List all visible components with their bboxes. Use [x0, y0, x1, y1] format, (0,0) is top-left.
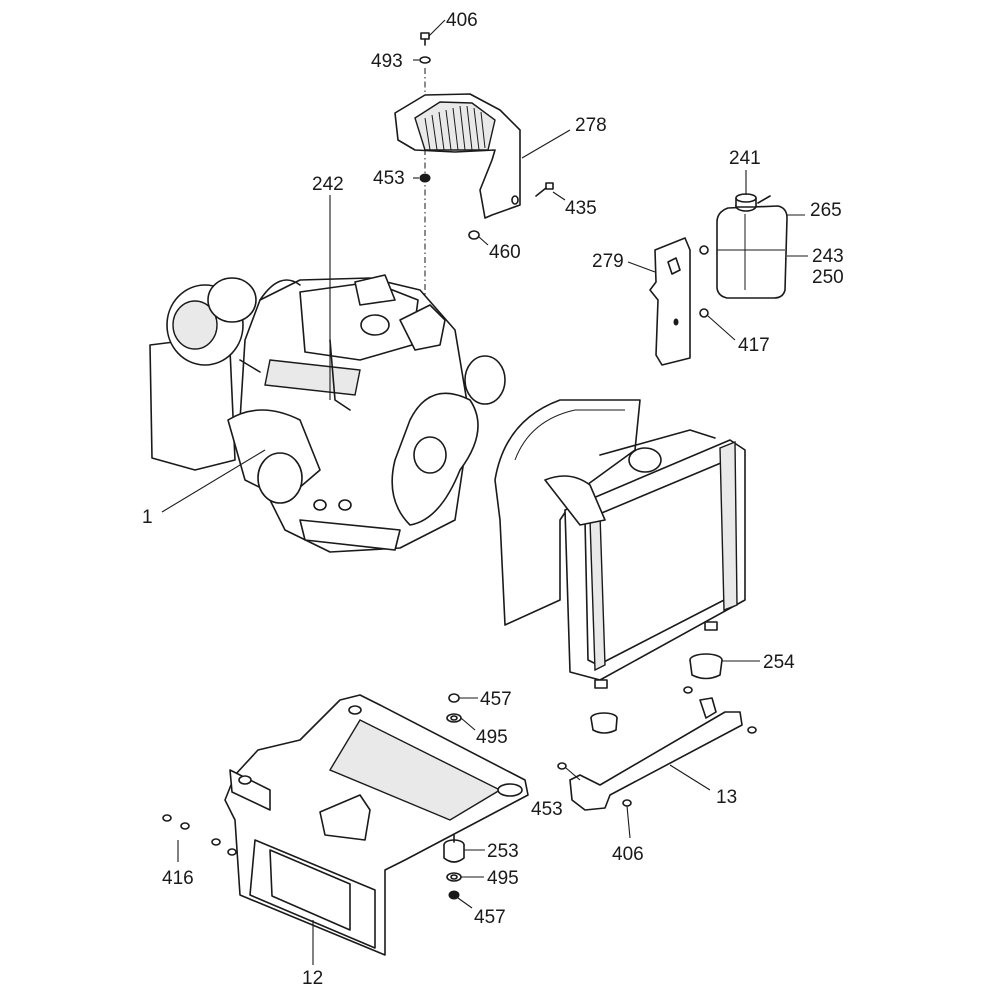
frame-12 [224, 694, 529, 956]
bolt-453-bottom [557, 762, 567, 770]
washer-495-top [446, 713, 462, 723]
bolt-13-right [747, 726, 757, 734]
callout-406-top: 406 [446, 10, 478, 31]
mount-254-right [689, 653, 723, 680]
callout-453-bottom: 453 [531, 799, 563, 820]
bolt-417 [699, 308, 709, 318]
callout-265: 265 [810, 200, 842, 221]
callout-435: 435 [565, 198, 597, 219]
callout-254: 254 [763, 652, 795, 673]
mount-253 [443, 834, 465, 863]
washer-493 [419, 56, 431, 64]
washer-457-bottom [448, 890, 460, 900]
callout-416: 416 [162, 868, 194, 889]
bolt-406-bottom [622, 799, 632, 807]
reservoir-tank-265 [716, 205, 788, 299]
callout-278: 278 [575, 115, 607, 136]
callout-453-top: 453 [373, 168, 405, 189]
callout-243: 243 [812, 246, 844, 267]
callout-13: 13 [716, 787, 737, 808]
callout-406-bottom: 406 [612, 844, 644, 865]
callout-495-top: 495 [476, 727, 508, 748]
engine-1 [149, 274, 506, 553]
callout-460: 460 [489, 242, 521, 263]
callout-253: 253 [487, 841, 519, 862]
bolt-435 [535, 182, 554, 197]
callout-1: 1 [142, 507, 153, 528]
rail-13 [569, 697, 743, 811]
callout-12: 12 [302, 968, 323, 989]
callout-279: 279 [592, 251, 624, 272]
washer-457-top [448, 693, 460, 703]
bolt-279-upper [699, 245, 709, 255]
fan-shroud [494, 399, 641, 626]
radiator [544, 429, 746, 689]
callout-495-bottom: 495 [487, 868, 519, 889]
leader-lines [161, 19, 808, 965]
nut-453-top [419, 173, 431, 183]
callout-242: 242 [312, 174, 344, 195]
bolt-13-upper [683, 686, 693, 694]
callout-417: 417 [738, 335, 770, 356]
bolt-406-top [420, 32, 430, 46]
callout-250: 250 [812, 267, 844, 288]
bolts-416 [162, 814, 237, 856]
nut-460 [468, 230, 480, 240]
callout-457-top: 457 [480, 689, 512, 710]
washer-495-bottom [446, 872, 462, 882]
callout-241: 241 [729, 148, 761, 169]
bracket-279 [649, 237, 691, 366]
callout-493: 493 [371, 51, 403, 72]
callout-457-bottom: 457 [474, 907, 506, 928]
mount-254-left [590, 712, 618, 734]
heat-shield-278 [394, 93, 521, 219]
